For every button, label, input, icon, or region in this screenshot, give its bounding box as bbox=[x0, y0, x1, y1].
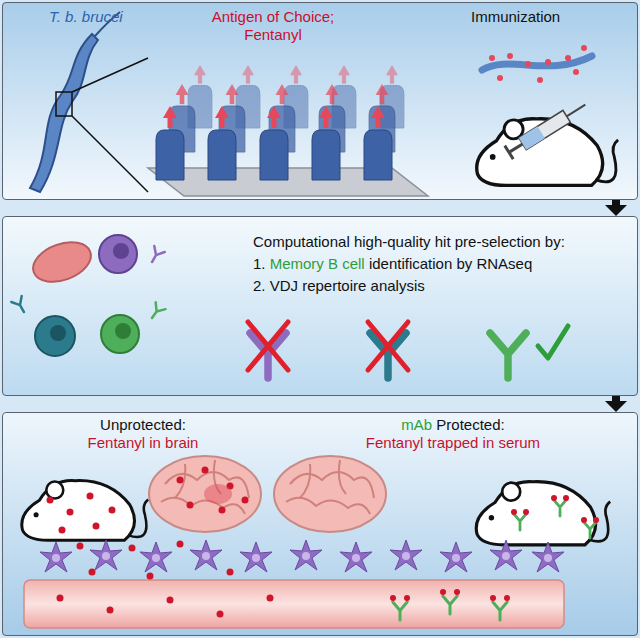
antigen-array bbox=[148, 65, 428, 196]
panel-text: Computational high-quality hit pre-selec… bbox=[253, 233, 565, 250]
panel-text: Fentanyl trapped in serum bbox=[366, 434, 540, 451]
panel-band: Computational high-quality hit pre-selec… bbox=[2, 216, 638, 396]
panel-band: Unprotected:Fentanyl in brain mAb Protect… bbox=[2, 412, 638, 636]
trypanosome bbox=[30, 12, 148, 192]
panel-text: Immunization bbox=[471, 8, 560, 25]
text-line: mAb Protected: bbox=[333, 416, 573, 433]
text-line: Unprotected: bbox=[33, 416, 253, 433]
protected-mouse bbox=[274, 456, 610, 545]
text-line: Fentanyl trapped in serum bbox=[333, 434, 573, 451]
panel-text: mAb bbox=[401, 416, 432, 433]
immunized-mouse bbox=[477, 45, 618, 185]
panel-band: T. b. brucei Antigen of Choice;Fentanyl Im… bbox=[2, 2, 638, 200]
text-line: 1. Memory B cell identification by RNAse… bbox=[253, 255, 532, 272]
arrow-head bbox=[605, 401, 627, 412]
panel-text: Antigen of Choice; bbox=[212, 8, 335, 25]
panel-text: 2. VDJ repertoire analysis bbox=[253, 277, 425, 294]
blood-brain-barrier bbox=[24, 540, 564, 628]
panel-text: Fentanyl bbox=[244, 26, 302, 43]
panel-text: 1. bbox=[253, 255, 266, 272]
text-line: Immunization bbox=[471, 8, 560, 25]
panel-text: T. b. brucei bbox=[49, 8, 123, 25]
text-line: Fentanyl bbox=[183, 26, 363, 43]
panel-text: Memory B cell bbox=[270, 255, 365, 272]
text-line: Computational high-quality hit pre-selec… bbox=[253, 233, 565, 250]
antibody-selection bbox=[248, 322, 568, 378]
text-line: Antigen of Choice; bbox=[183, 8, 363, 25]
text-line: T. b. brucei bbox=[49, 8, 123, 25]
panel-text: Protected: bbox=[436, 416, 504, 433]
panel-text: Fentanyl in brain bbox=[88, 434, 199, 451]
panel-text: Unprotected: bbox=[100, 416, 186, 433]
cells bbox=[11, 235, 165, 356]
panel-text: identification by RNAseq bbox=[369, 255, 532, 272]
arrow-head bbox=[605, 205, 627, 216]
text-line: 2. VDJ repertoire analysis bbox=[253, 277, 425, 294]
flow-arrow bbox=[605, 200, 627, 216]
unprotected-mouse bbox=[22, 456, 261, 540]
text-line: Fentanyl in brain bbox=[33, 434, 253, 451]
flow-arrow bbox=[605, 396, 627, 412]
